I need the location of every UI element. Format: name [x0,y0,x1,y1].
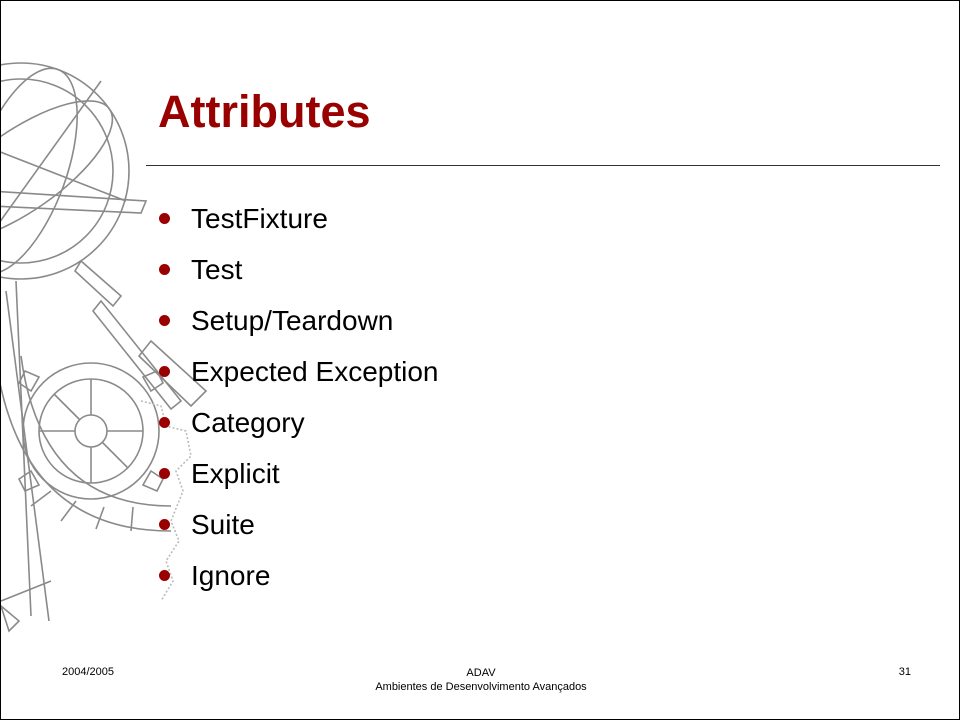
bullet-text: Suite [191,508,255,540]
bullet-text: Category [191,406,305,438]
list-item: Setup/Teardown [159,295,439,346]
bullet-icon [159,570,170,581]
bullet-text: Explicit [191,457,280,489]
bullet-icon [159,366,170,377]
list-item: Expected Exception [159,346,439,397]
footer-course-name: Ambientes de Desenvolvimento Avançados [375,681,587,694]
armillary-sphere-watermark-icon [1,62,208,633]
bullet-text: TestFixture [191,202,328,234]
footer-date: 2004/2005 [62,666,114,678]
bullet-icon [159,417,170,428]
footer-course-code: ADAV [466,667,496,679]
page-number: 31 [898,666,911,678]
bullet-text: Setup/Teardown [191,304,394,336]
bullet-text: Test [191,253,243,285]
bullet-icon [159,468,170,479]
list-item: Ignore [159,550,439,601]
footer-course: ADAV Ambientes de Desenvolvimento Avança… [341,666,621,695]
list-item: Category [159,397,439,448]
bullet-icon [159,519,170,530]
title-divider [146,165,940,166]
list-item: Suite [159,499,439,550]
bullet-text: Ignore [191,559,271,591]
bullet-icon [159,213,170,224]
list-item: Test [159,244,439,295]
bullet-icon [159,264,170,275]
bullet-icon [159,315,170,326]
list-item: TestFixture [159,193,439,244]
bullet-list: TestFixture Test Setup/Teardown Expected… [159,193,439,601]
bullet-text: Expected Exception [191,355,439,387]
list-item: Explicit [159,448,439,499]
slide-title: Attributes [158,86,371,137]
